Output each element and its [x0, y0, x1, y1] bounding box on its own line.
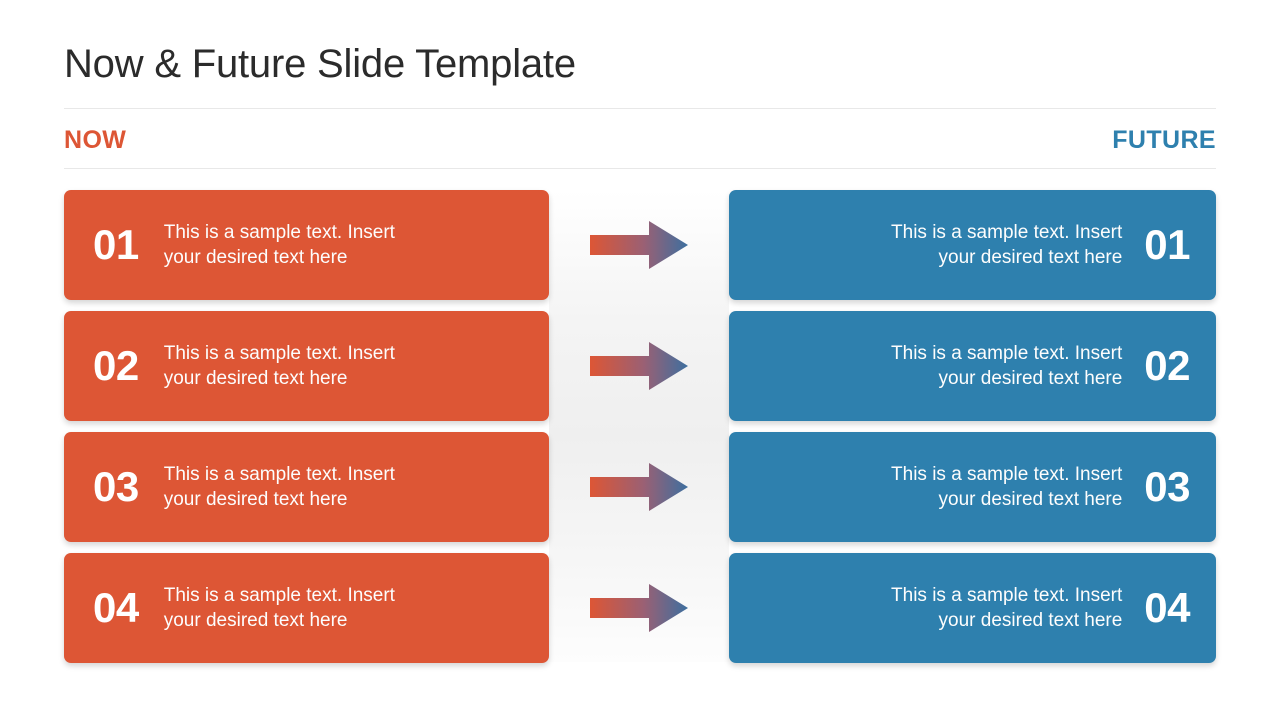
arrow-right-icon: [590, 584, 688, 632]
future-card-text-line2: your desired text here: [938, 247, 1123, 268]
comparison-row: 04 This is a sample text. Insert your des…: [0, 553, 1280, 663]
future-card-number: 04: [1144, 584, 1190, 631]
now-card-number: 04: [93, 584, 139, 631]
rows-container: 01 This is a sample text. Insert your des…: [0, 190, 1280, 663]
arrow-right-icon: [590, 221, 688, 269]
now-card-text: This is a sample text. Insert your desire…: [164, 341, 395, 391]
future-card-text-line1: This is a sample text. Insert: [891, 342, 1123, 364]
now-card[interactable]: 03 This is a sample text. Insert your des…: [64, 432, 549, 542]
future-card-text-line1: This is a sample text. Insert: [891, 584, 1123, 606]
future-card-text: This is a sample text. Insert your desire…: [891, 462, 1122, 512]
arrow-right-icon: [590, 463, 688, 511]
column-header-now: NOW: [64, 126, 127, 154]
now-card-text-line1: This is a sample text. Insert: [163, 342, 395, 364]
page-title: Now & Future Slide Template: [64, 42, 576, 86]
title-divider: [64, 108, 1216, 109]
future-card-text-line2: your desired text here: [938, 610, 1123, 631]
comparison-row: 02 This is a sample text. Insert your des…: [0, 311, 1280, 421]
future-card-number: 02: [1144, 342, 1190, 389]
future-card[interactable]: This is a sample text. Insert your desire…: [729, 190, 1216, 300]
now-card-text-line1: This is a sample text. Insert: [163, 463, 395, 485]
now-card-text-line2: your desired text here: [163, 610, 348, 631]
now-card-text-line2: your desired text here: [163, 368, 348, 389]
future-card-text-line1: This is a sample text. Insert: [891, 221, 1123, 243]
future-card[interactable]: This is a sample text. Insert your desire…: [729, 553, 1216, 663]
future-card[interactable]: This is a sample text. Insert your desire…: [729, 432, 1216, 542]
future-card-number: 03: [1144, 463, 1190, 510]
arrow-right-icon: [590, 342, 688, 390]
future-card-text: This is a sample text. Insert your desire…: [891, 583, 1122, 633]
now-card-number: 02: [93, 342, 139, 389]
now-card-text: This is a sample text. Insert your desire…: [164, 220, 395, 270]
now-card-text-line2: your desired text here: [163, 489, 348, 510]
now-card-text-line1: This is a sample text. Insert: [163, 584, 395, 606]
now-card-text: This is a sample text. Insert your desire…: [164, 583, 395, 633]
future-card-text-line1: This is a sample text. Insert: [891, 463, 1123, 485]
center-gradient-band: [549, 190, 729, 662]
now-card-text-line2: your desired text here: [163, 247, 348, 268]
now-card-text-line1: This is a sample text. Insert: [163, 221, 395, 243]
header-divider: [64, 168, 1216, 169]
comparison-row: 01 This is a sample text. Insert your des…: [0, 190, 1280, 300]
now-card[interactable]: 04 This is a sample text. Insert your des…: [64, 553, 549, 663]
column-header-future: FUTURE: [1112, 126, 1216, 154]
future-card-text-line2: your desired text here: [938, 368, 1123, 389]
now-card-number: 03: [93, 463, 139, 510]
now-card-number: 01: [93, 221, 139, 268]
future-card-text: This is a sample text. Insert your desire…: [891, 341, 1122, 391]
future-card-text-line2: your desired text here: [938, 489, 1123, 510]
future-card[interactable]: This is a sample text. Insert your desire…: [729, 311, 1216, 421]
future-card-number: 01: [1144, 221, 1190, 268]
now-card[interactable]: 02 This is a sample text. Insert your des…: [64, 311, 549, 421]
now-card-text: This is a sample text. Insert your desire…: [164, 462, 395, 512]
now-card[interactable]: 01 This is a sample text. Insert your des…: [64, 190, 549, 300]
comparison-row: 03 This is a sample text. Insert your des…: [0, 432, 1280, 542]
future-card-text: This is a sample text. Insert your desire…: [891, 220, 1122, 270]
